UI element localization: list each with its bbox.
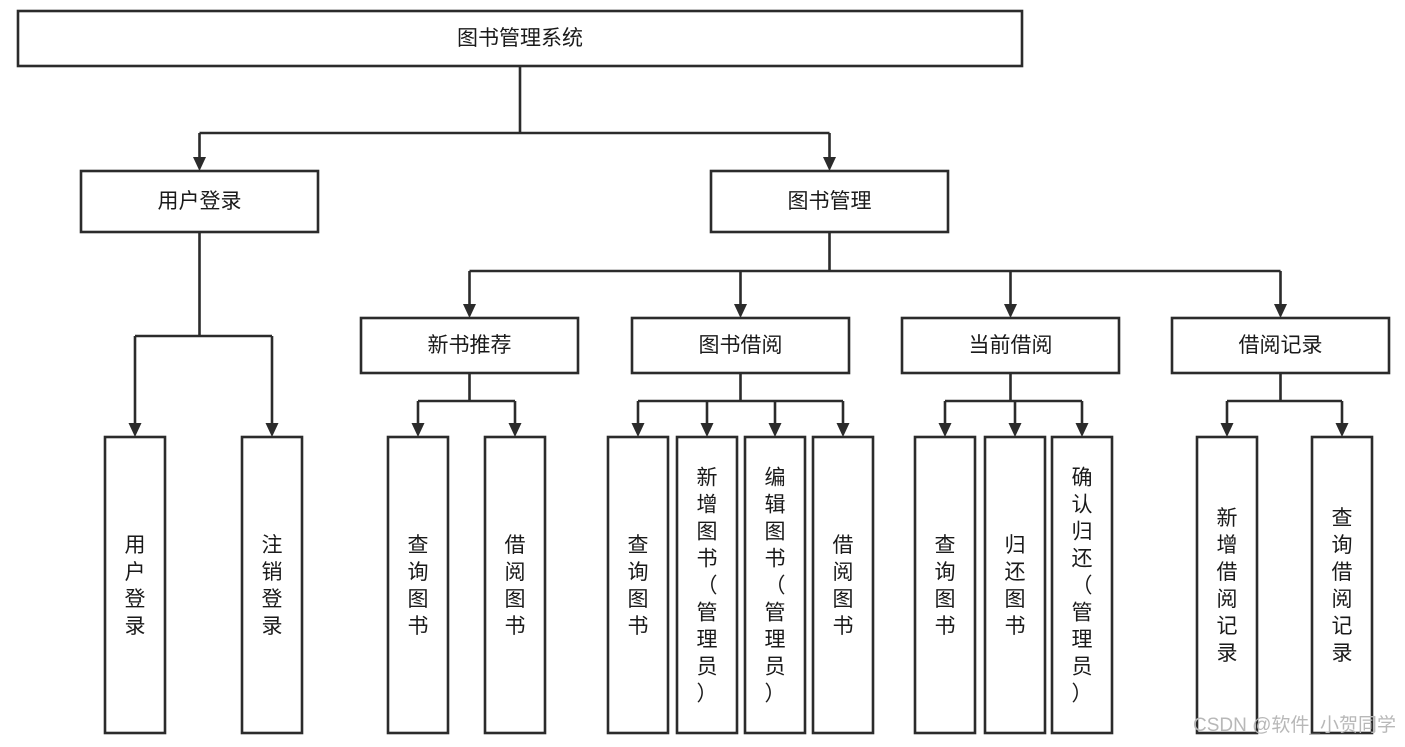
node-box-root [16,9,1024,68]
node-label-leaf-query-book-3: 查询图书 [935,534,956,638]
node-current-borrow[interactable]: 当前借阅 [900,316,1121,375]
node-leaf-add-borrow-record[interactable]: 新增借阅记录 [1195,435,1259,735]
node-box-leaf-edit-book-admin [743,435,807,735]
node-leaf-query-book-3[interactable]: 查询图书 [913,435,977,735]
node-label-leaf-borrow-book-2: 借阅图书 [833,534,854,638]
node-book-borrow[interactable]: 图书借阅 [630,316,851,375]
node-box-leaf-borrow-book-2 [811,435,875,735]
arrow-head-icon [823,157,836,171]
node-box-new-book-recommend [359,316,580,375]
node-leaf-user-logout[interactable]: 注销登录 [240,435,304,735]
node-label-leaf-borrow-book-1: 借阅图书 [505,534,526,638]
node-borrow-record[interactable]: 借阅记录 [1170,316,1391,375]
node-box-user-login [79,169,320,234]
node-leaf-return-book[interactable]: 归还图书 [983,435,1047,735]
node-label-leaf-edit-book-admin: 编辑图书（管理员） [765,467,786,706]
node-label-book-management: 图书管理 [788,190,872,213]
connector-layer [128,66,1349,437]
node-box-book-management [709,169,950,234]
node-book-management[interactable]: 图书管理 [709,169,950,234]
node-label-borrow-record: 借阅记录 [1239,334,1323,357]
node-box-leaf-add-book-admin [675,435,739,735]
arrow-head-icon [1075,423,1089,437]
node-label-leaf-query-book-1: 查询图书 [408,534,429,638]
arrow-head-icon [631,423,645,437]
node-label-root: 图书管理系统 [457,27,583,50]
arrow-head-icon [1220,423,1234,437]
arrow-head-icon [411,423,425,437]
node-box-leaf-query-book-3 [913,435,977,735]
node-box-borrow-record [1170,316,1391,375]
arrow-head-icon [1004,304,1017,318]
arrow-head-icon [128,423,142,437]
node-label-current-borrow: 当前借阅 [969,334,1053,357]
arrow-head-icon [265,423,279,437]
arrow-head-icon [1008,423,1022,437]
arrow-head-icon [734,304,747,318]
node-leaf-add-book-admin[interactable]: 新增图书（管理员） [675,435,739,735]
node-box-current-borrow [900,316,1121,375]
node-box-leaf-confirm-return-admin [1050,435,1114,735]
node-label-leaf-return-book: 归还图书 [1005,534,1026,638]
node-leaf-query-borrow-record[interactable]: 查询借阅记录 [1310,435,1374,735]
node-box-leaf-add-borrow-record [1195,435,1259,735]
node-label-user-login: 用户登录 [158,190,242,213]
node-user-login[interactable]: 用户登录 [79,169,320,234]
arrow-head-icon [1335,423,1349,437]
arrow-head-icon [1274,304,1287,318]
node-leaf-confirm-return-admin[interactable]: 确认归还（管理员） [1050,435,1114,735]
node-label-leaf-query-book-2: 查询图书 [628,534,649,638]
node-label-new-book-recommend: 新书推荐 [428,334,512,357]
node-leaf-query-book-1[interactable]: 查询图书 [386,435,450,735]
arrow-head-icon [508,423,522,437]
node-label-leaf-confirm-return-admin: 确认归还（管理员） [1072,467,1093,706]
node-label-leaf-add-book-admin: 新增图书（管理员） [697,467,718,706]
node-box-leaf-user-login [103,435,167,735]
arrow-head-icon [768,423,782,437]
node-label-leaf-add-borrow-record: 新增借阅记录 [1217,507,1238,665]
node-box-leaf-query-book-1 [386,435,450,735]
arrow-head-icon [463,304,476,318]
node-box-leaf-query-borrow-record [1310,435,1374,735]
node-leaf-query-book-2[interactable]: 查询图书 [606,435,670,735]
node-leaf-edit-book-admin[interactable]: 编辑图书（管理员） [743,435,807,735]
node-leaf-borrow-book-2[interactable]: 借阅图书 [811,435,875,735]
node-label-leaf-user-login: 用户登录 [125,534,146,638]
arrow-head-icon [193,157,206,171]
node-root[interactable]: 图书管理系统 [16,9,1024,68]
node-label-leaf-query-borrow-record: 查询借阅记录 [1332,507,1353,665]
node-label-leaf-user-logout: 注销登录 [262,534,283,638]
node-box-book-borrow [630,316,851,375]
node-new-book-recommend[interactable]: 新书推荐 [359,316,580,375]
node-box-leaf-borrow-book-1 [483,435,547,735]
arrow-head-icon [938,423,952,437]
node-layer: 图书管理系统用户登录图书管理新书推荐图书借阅当前借阅借阅记录用户登录注销登录查询… [16,9,1391,735]
node-box-leaf-return-book [983,435,1047,735]
node-box-leaf-user-logout [240,435,304,735]
arrow-head-icon [836,423,850,437]
node-box-leaf-query-book-2 [606,435,670,735]
node-leaf-borrow-book-1[interactable]: 借阅图书 [483,435,547,735]
node-label-book-borrow: 图书借阅 [699,334,783,357]
node-leaf-user-login[interactable]: 用户登录 [103,435,167,735]
arrow-head-icon [700,423,714,437]
csdn-watermark: CSDN @软件_小贺同学 [1193,714,1396,736]
